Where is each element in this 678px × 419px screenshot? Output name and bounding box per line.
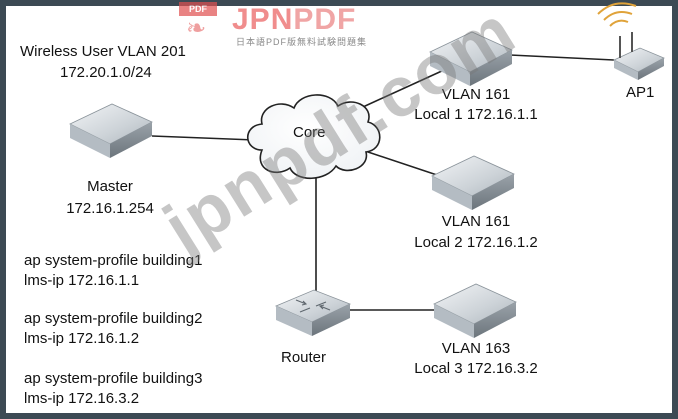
watermark-subtitle: 日本語PDF版無料試験問題集 <box>236 37 368 47</box>
master-ip: 172.16.1.254 <box>66 200 154 217</box>
ap1-label: AP1 <box>626 84 655 101</box>
core-cloud <box>246 94 381 179</box>
local3-desc: Local 3 172.16.3.2 <box>414 360 538 377</box>
link-core-local2 <box>361 149 447 179</box>
local1-vlan: VLAN 161 <box>441 86 511 103</box>
wireless-vlan-title: Wireless User VLAN 201 <box>20 43 186 60</box>
router-label: Router <box>281 349 327 366</box>
watermark-brand-pdf: PDF <box>293 3 357 36</box>
local1-desc: Local 1 172.16.1.1 <box>414 106 538 123</box>
link-local1-ap <box>509 54 615 61</box>
local2-desc: Local 2 172.16.1.2 <box>414 234 538 251</box>
local2-switch-icon <box>431 155 515 210</box>
pdf-logo-icon: ❧ <box>186 15 207 42</box>
ap1-icon <box>597 2 665 80</box>
link-master-core <box>151 135 256 141</box>
core-label: Core <box>293 124 326 141</box>
profile-3-line2: lms-ip 172.16.3.2 <box>24 390 140 407</box>
router-icon <box>274 289 352 336</box>
watermark-brand: JPNPDF <box>232 4 356 36</box>
link-core-local1 <box>351 69 445 113</box>
profile-1-line1: ap system-profile building1 <box>24 252 203 269</box>
local3-vlan: VLAN 163 <box>441 340 511 357</box>
wireless-subnet: 172.20.1.0/24 <box>60 64 152 81</box>
local3-switch-icon <box>433 283 517 338</box>
watermark-brand-jp: JPN <box>232 3 294 36</box>
profile-3-line1: ap system-profile building3 <box>24 370 203 387</box>
links <box>151 54 615 311</box>
master-switch-icon <box>69 103 153 158</box>
profile-2-line1: ap system-profile building2 <box>24 310 203 327</box>
watermark-pdf-tag: PDF <box>179 2 217 16</box>
profile-2-line2: lms-ip 172.16.1.2 <box>24 330 140 347</box>
local2-vlan: VLAN 161 <box>441 213 511 230</box>
local1-switch-icon <box>429 31 513 86</box>
profile-1-line2: lms-ip 172.16.1.1 <box>24 272 140 289</box>
master-label: Master <box>87 178 133 195</box>
